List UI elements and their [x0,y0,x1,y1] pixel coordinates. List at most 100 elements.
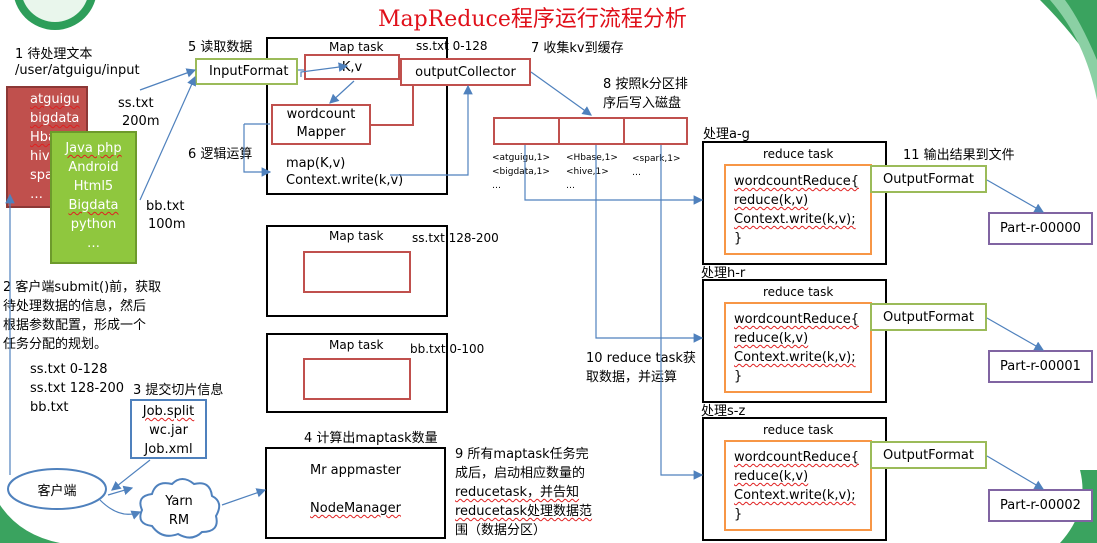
partition-record: <atguigu,1> [492,153,551,163]
reduce-code-line: wordcountReduce{ [734,174,859,189]
partition-record: … [566,181,575,191]
maptask2-range: ss.txt 128-200 [412,231,499,245]
partition-record: <spark,1> [632,154,681,164]
reducer2-code-box: wordcountReduce{ reduce(k,v) Context.wri… [724,302,872,393]
reduce-code-line: wordcountReduce{ [734,312,859,327]
part-file-2: Part-r-00002 [988,489,1093,522]
step8-text: 8 按照k分区排 序后写入磁盘 [603,75,688,113]
input-path: /user/atguigu/input [15,63,140,78]
partition-2-records: <Hbase,1> <hive,1> … [566,151,618,193]
step11-label: 11 输出结果到文件 [903,148,1015,163]
file-ss-size: 200m [122,114,160,129]
file-bb-line: Android [68,160,119,175]
step5-label: 5 读取数据 [188,40,253,55]
file-bb-line: … [87,236,100,251]
rm-label: RM [168,513,190,528]
step2-text: 2 客户端submit()前，获取 待处理数据的信息，然后 根据参数配置，形成一… [3,278,161,354]
job-files-box: Job.split wc.jar Job.xml [130,399,207,459]
file-ss-line: atguigu [30,92,80,107]
file-bb-size: 100m [148,217,186,232]
reduce-code-line: Context.write(k,v); [734,350,856,365]
file-ss-box: atguigu bigdata Hbase hive spark … [6,86,88,208]
step9-text: 9 所有maptask任务完 成后，启动相应数量的 reducetask，并告知… [455,445,592,540]
reducer2-box: reduce task wordcountReduce{ reduce(k,v)… [702,279,887,403]
reducer3-title: reduce task [763,423,834,437]
partition-record: <hive,1> [566,167,609,177]
maptask1-range: ss.txt 0-128 [416,39,488,53]
maptask2-box: Map task [266,225,448,317]
file-bb-box: Java php Android Html5 Bigdata python … [50,131,137,264]
file-ss-name: ss.txt [118,96,154,111]
step6-label: 6 逻辑运算 [188,147,253,162]
client-label: 客户端 [37,484,77,499]
job-file: wc.jar [149,423,188,438]
file-bb-name: bb.txt [146,199,185,214]
input-format-label: InputFormat [209,64,289,79]
reducer3-output-format-box: OutputFormat [870,441,987,469]
mr-appmaster-label: Mr appmaster [309,463,401,478]
maptask1-title: Map task [329,40,384,54]
step10-line: 取数据，并运算 [586,370,678,385]
maptask3-range: bb.txt 0-100 [410,342,485,356]
mapper-box: wordcount Mapper [271,104,371,145]
reduce-code-line: reduce(k,v) [734,469,809,484]
step9-line: reducetask处理数据范 [455,504,593,519]
nodemanager-label: NodeManager [310,501,401,516]
output-collector-label: outputCollector [415,65,516,80]
maptask3-inner [303,358,411,400]
step9-line: 成后，启动相应数量的 [455,466,586,481]
reduce-code-line: Context.write(k,v); [734,212,856,227]
partition-record: <Hbase,1> [566,153,618,163]
step9-line: 围（数据分区） [455,523,547,538]
reducer1-title: reduce task [763,147,834,161]
step1-label: 1 待处理文本 [15,47,93,62]
output-format-label: OutputFormat [883,310,974,325]
split-item: ss.txt 128-200 [30,381,125,396]
split-item: bb.txt [30,400,69,415]
maptask2-title: Map task [329,229,384,243]
partition-3-records: <spark,1> … [632,152,681,180]
mapper-label: Mapper [296,125,346,140]
reduce-code-line: } [734,507,743,522]
job-file: Job.split [142,404,195,419]
yarn-label: Yarn [165,494,193,509]
partition-record: <bigdata,1> [492,167,550,177]
step9-line: 9 所有maptask任务完 [455,447,589,462]
appmaster-box: Mr appmaster NodeManager [265,447,446,539]
file-ss-line: bigdata [30,111,80,126]
file-ss-line: … [30,187,43,202]
partition-record: … [492,181,501,191]
partition-1-records: <atguigu,1> <bigdata,1> … [492,151,550,193]
step8-line: 8 按照k分区排 [603,77,688,92]
page-title: MapReduce程序运行流程分析 [378,7,687,32]
partition-cell [493,117,560,145]
split-plan: ss.txt 0-128 ss.txt 128-200 bb.txt [30,360,124,417]
part-file-label: Part-r-00000 [1000,221,1081,236]
partition-cell [623,117,688,145]
maptask3-box: Map task [266,333,448,413]
client-ellipse [7,468,107,510]
reduce-code-line: } [734,369,743,384]
output-format-label: OutputFormat [883,448,974,463]
reduce-code-line: reduce(k,v) [734,193,809,208]
part-file-label: Part-r-00002 [1000,498,1081,513]
mapper-label: wordcount [286,107,356,122]
part-file-1: Part-r-00001 [988,350,1093,383]
reducer1-box: reduce task wordcountReduce{ reduce(k,v)… [702,141,887,265]
input-format-box: InputFormat [195,58,298,85]
reducer2-range: 处理h-r [701,266,746,281]
reducer1-code-box: wordcountReduce{ reduce(k,v) Context.wri… [724,164,872,255]
partition-cell [558,117,625,145]
part-file-label: Part-r-00001 [1000,359,1081,374]
reducer2-title: reduce task [763,285,834,299]
file-bb-line: python [70,217,117,232]
file-bb-line: Bigdata [68,198,119,213]
job-file: Job.xml [144,442,193,457]
step2-line: 待处理数据的信息，然后 [3,299,147,314]
reducer2-output-format-box: OutputFormat [870,303,987,331]
reduce-code-line: Context.write(k,v); [734,488,856,503]
reducer3-code-box: wordcountReduce{ reduce(k,v) Context.wri… [724,440,872,531]
split-item: ss.txt 0-128 [30,362,108,377]
